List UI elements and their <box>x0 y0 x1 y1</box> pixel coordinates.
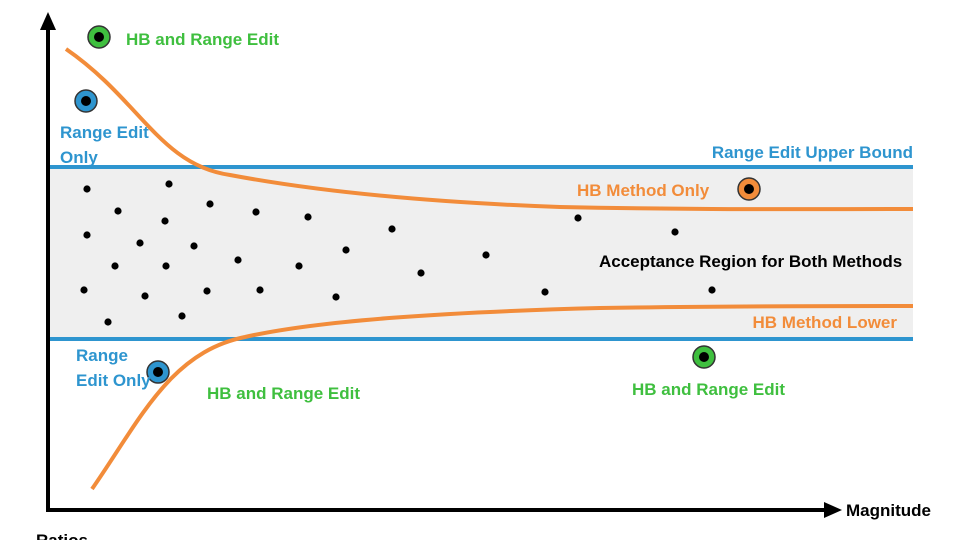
label-hb-and-range-bottom-right: HB and Range Edit <box>632 380 785 399</box>
label-hb-method-lower: HB Method Lower <box>753 313 898 332</box>
observation-point <box>252 208 260 216</box>
observation-point <box>342 246 350 254</box>
label-hb-and-range-bottom-left: HB and Range Edit <box>207 384 360 403</box>
marker-hb-only <box>737 177 761 201</box>
marker-hb-and-range-top <box>87 25 111 49</box>
label-acceptance-region: Acceptance Region for Both Methods <box>599 252 902 271</box>
observation-point <box>136 239 144 247</box>
observation-point <box>304 213 312 221</box>
observation-point <box>161 217 169 225</box>
hb-method-lower-curve <box>90 304 914 491</box>
observation-point <box>162 262 170 270</box>
observation-point <box>80 286 88 294</box>
observation-point <box>203 287 211 295</box>
observation-point <box>114 207 122 215</box>
acceptance-region-band <box>50 167 913 339</box>
label-range-only-top-line2: Only <box>60 148 98 167</box>
observation-point <box>104 318 112 326</box>
observation-point <box>417 269 425 277</box>
label-range-edit-upper-bound: Range Edit Upper Bound <box>712 143 913 162</box>
observation-point <box>165 180 173 188</box>
observation-point <box>83 185 91 193</box>
observation-point <box>388 225 396 233</box>
y-axis-label: Ratios <box>36 531 88 540</box>
label-range-only-bottom-line1: Range <box>76 346 128 365</box>
observation-point <box>574 214 582 222</box>
observation-point <box>295 262 303 270</box>
observation-point <box>332 293 340 301</box>
observation-point <box>234 256 242 264</box>
y-axis-arrowhead <box>40 12 56 30</box>
outlier-markers <box>74 25 761 384</box>
observation-point <box>141 292 149 300</box>
observation-points <box>80 180 716 326</box>
axes <box>40 12 842 518</box>
observation-point <box>708 286 716 294</box>
label-range-only-top-line1: Range Edit <box>60 123 149 142</box>
marker-range-only-bottom <box>146 360 170 384</box>
marker-range-only-top <box>74 89 98 113</box>
observation-point <box>111 262 119 270</box>
observation-point <box>671 228 679 236</box>
observation-point <box>256 286 264 294</box>
observation-point <box>541 288 549 296</box>
observation-point <box>206 200 214 208</box>
label-hb-method-only: HB Method Only <box>577 181 710 200</box>
x-axis-label: Magnitude <box>846 501 931 520</box>
marker-hb-and-range-bottom-right <box>692 345 716 369</box>
diagram-labels: HB and Range Edit Range Edit Only Range … <box>36 30 931 545</box>
label-range-only-bottom-line2: Edit Only <box>76 371 151 390</box>
label-hb-and-range-top: HB and Range Edit <box>126 30 279 49</box>
observation-point <box>178 312 186 320</box>
hb-method-upper-curve <box>64 47 914 212</box>
x-axis-arrowhead <box>824 502 842 518</box>
observation-point <box>190 242 198 250</box>
observation-point <box>482 251 490 259</box>
observation-point <box>83 231 91 239</box>
